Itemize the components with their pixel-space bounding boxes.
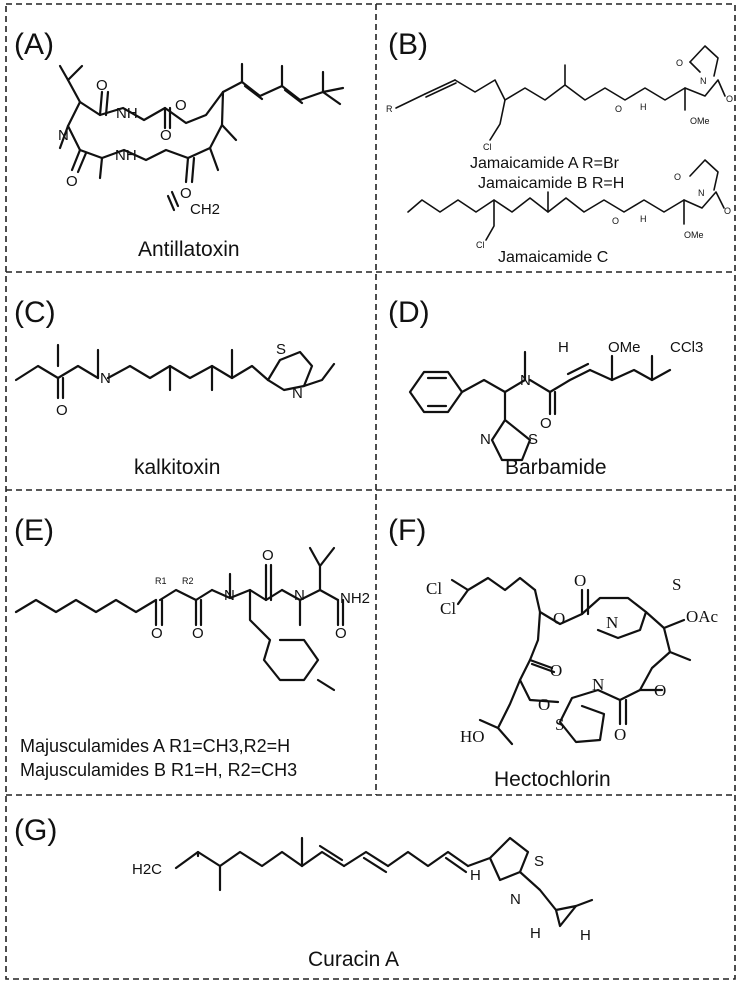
atom-ome-1: OMe bbox=[690, 116, 710, 126]
panel-label-g: (G) bbox=[14, 814, 57, 847]
atom-n-d1: N bbox=[520, 372, 531, 389]
structure-jamaicamide-c: Cl H N OMe O O O bbox=[407, 159, 731, 250]
atom-n-c1: N bbox=[100, 370, 111, 387]
structure-curacin-a: H2C H S N H H Curacin A bbox=[132, 836, 594, 971]
atom-cl-1: Cl bbox=[483, 142, 492, 152]
atom-h-2: H bbox=[640, 214, 647, 224]
structure-jamaicamide-ab: R Cl H N OMe O O O bbox=[386, 45, 733, 152]
atom-n-e1: N bbox=[224, 587, 235, 604]
atom-ome-d: OMe bbox=[608, 339, 641, 356]
atom-s-d: S bbox=[528, 431, 538, 448]
atom-r2: R2 bbox=[182, 576, 194, 586]
structure-kalkitoxin: N O S N kalkitoxin bbox=[14, 341, 336, 479]
atom-o-e3: O bbox=[262, 547, 274, 564]
atom-n-2: N bbox=[698, 188, 705, 198]
atom-nh2-e: NH2 bbox=[340, 590, 370, 607]
atom-o-b4: O bbox=[612, 216, 619, 226]
atom-s-f2: S bbox=[555, 715, 564, 734]
atom-n-d2: N bbox=[480, 431, 491, 448]
atom-o-f1: O bbox=[574, 571, 586, 590]
atom-ch2: CH2 bbox=[190, 201, 220, 218]
caption-majusculamide-a: Majusculamides A R1=CH3,R2=H bbox=[20, 736, 290, 756]
atom-o-e1: O bbox=[151, 625, 163, 642]
atom-o-f6: O bbox=[614, 725, 626, 744]
panel-label-a: (A) bbox=[14, 28, 54, 61]
panel-label-f: (F) bbox=[388, 514, 426, 547]
atom-h-g3: H bbox=[580, 927, 591, 944]
atom-o-b2: O bbox=[676, 58, 683, 68]
atom-h-g1: H bbox=[470, 867, 481, 884]
atom-o-f3: O bbox=[550, 661, 562, 680]
name-hectochlorin: Hectochlorin bbox=[494, 768, 611, 791]
atom-o-f5: O bbox=[654, 681, 666, 700]
atom-h2c-g: H2C bbox=[132, 861, 162, 878]
atom-o-b1: O bbox=[615, 104, 622, 114]
atom-r1: R1 bbox=[155, 576, 167, 586]
panel-label-b: (B) bbox=[388, 28, 428, 61]
atom-ho-f: HO bbox=[460, 727, 485, 746]
atom-s-c: S bbox=[276, 341, 286, 358]
panel-label-c: (C) bbox=[14, 296, 56, 329]
atom-s-f1: S bbox=[672, 575, 681, 594]
atom-r: R bbox=[386, 104, 393, 114]
atom-oac-f: OAc bbox=[686, 607, 719, 626]
atom-o-f4: O bbox=[538, 695, 550, 714]
atom-o-3: O bbox=[160, 127, 172, 144]
atom-o-b6: O bbox=[724, 206, 731, 216]
atom-o-1: O bbox=[96, 77, 108, 94]
structure-antillatoxin: NH NH N O O O O O CH2 Antillatoxin bbox=[58, 62, 345, 261]
atom-o-b5: O bbox=[674, 172, 681, 182]
atom-o-f2: O bbox=[553, 609, 565, 628]
atom-h-g2: H bbox=[530, 925, 541, 942]
atom-n-1: N bbox=[700, 76, 707, 86]
structure-barbamide: H OMe CCl3 N O N S Barbamide bbox=[408, 339, 703, 479]
caption-jamaicamide-b: Jamaicamide B R=H bbox=[478, 175, 624, 192]
atom-ccl3-d: CCl3 bbox=[670, 339, 703, 356]
panel-grid bbox=[5, 3, 736, 980]
panel-label-d: (D) bbox=[388, 296, 430, 329]
name-kalkitoxin: kalkitoxin bbox=[134, 456, 220, 479]
atom-n-e2: N bbox=[294, 587, 305, 604]
atom-n-f2: N bbox=[592, 675, 604, 694]
atom-cl-f2: Cl bbox=[440, 599, 456, 618]
atom-o-d: O bbox=[540, 415, 552, 432]
atom-o-e4: O bbox=[335, 625, 347, 642]
atom-o-5: O bbox=[180, 185, 192, 202]
atom-nh-2: NH bbox=[115, 147, 137, 164]
atom-n-c2: N bbox=[292, 385, 303, 402]
atom-cl-2: Cl bbox=[476, 240, 485, 250]
atom-o-c: O bbox=[56, 402, 68, 419]
atom-s-g: S bbox=[534, 853, 544, 870]
panel-label-e: (E) bbox=[14, 514, 54, 547]
atom-o-e2: O bbox=[192, 625, 204, 642]
atom-cl-f1: Cl bbox=[426, 579, 442, 598]
atom-o-4: O bbox=[66, 173, 78, 190]
name-curacin-a: Curacin A bbox=[308, 948, 399, 971]
structure-hectochlorin: Cl Cl HO OAc S S N N O O O O O O Hectoch… bbox=[426, 571, 719, 791]
atom-nh-1: NH bbox=[116, 105, 138, 122]
name-barbamide: Barbamide bbox=[505, 456, 607, 479]
name-jamaicamide-c: Jamaicamide C bbox=[498, 249, 608, 266]
atom-h-1: H bbox=[640, 102, 647, 112]
atom-o-b3: O bbox=[726, 94, 733, 104]
outer-border bbox=[5, 3, 736, 980]
atom-n: N bbox=[58, 127, 69, 144]
caption-jamaicamide-a: Jamaicamide A R=Br bbox=[470, 155, 620, 172]
atom-ome-2: OMe bbox=[684, 230, 704, 240]
atom-h-d: H bbox=[558, 339, 569, 356]
atom-n-f1: N bbox=[606, 613, 618, 632]
caption-majusculamide-b: Majusculamides B R1=H, R2=CH3 bbox=[20, 760, 297, 780]
name-antillatoxin: Antillatoxin bbox=[138, 238, 240, 261]
atom-o-2: O bbox=[175, 97, 187, 114]
structure-majusculamide: O O O O N N NH2 R1 R2 bbox=[14, 546, 370, 692]
atom-n-g: N bbox=[510, 891, 521, 908]
